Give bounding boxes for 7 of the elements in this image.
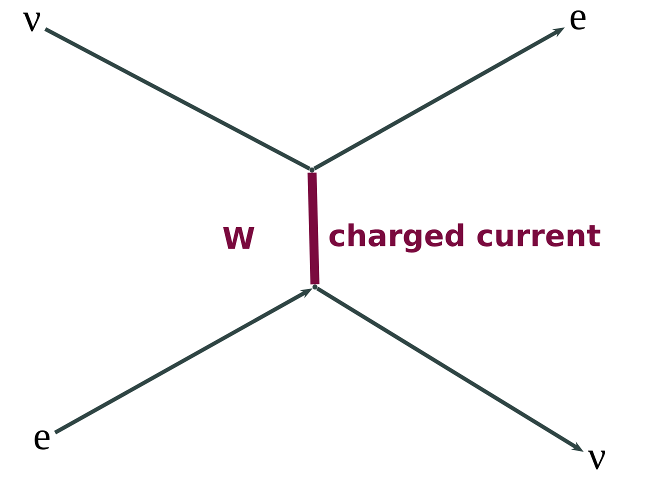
particle-label: e [34,430,50,450]
particle-label: e [570,10,586,30]
current-label: W [223,227,254,249]
particle-label: ν [588,450,606,470]
current-label: charged current [330,223,600,253]
particle-label: ν [23,12,40,32]
boson-line [308,172,320,284]
